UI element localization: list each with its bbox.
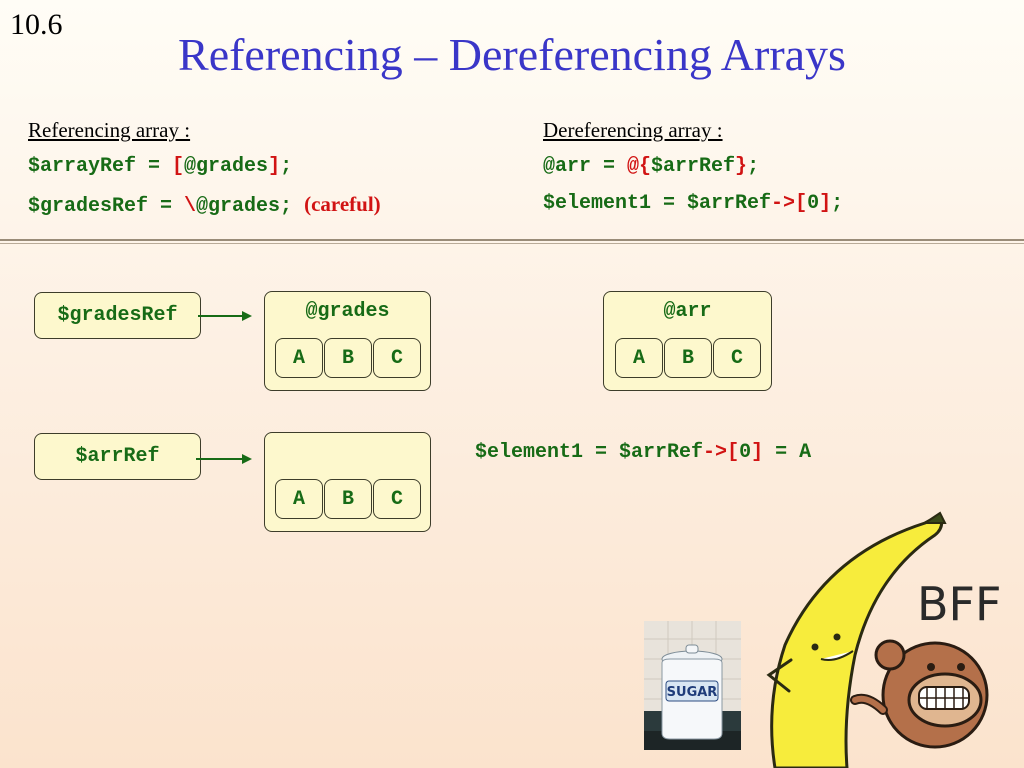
code-token: @grades — [184, 155, 269, 178]
operator-token: [ — [727, 441, 740, 464]
array-cell: A — [275, 338, 323, 378]
operator-token: [ — [795, 192, 808, 215]
section-divider — [0, 243, 1024, 244]
dereferencing-line-1: @arr = @{$arrRef}; — [543, 155, 759, 178]
banana-monkey-cartoon: BFF — [766, 511, 1001, 768]
result-line: $element1 = $arrRef->[0] = A — [475, 441, 811, 464]
code-token: ; — [831, 192, 844, 215]
array-cell: C — [373, 479, 421, 519]
code-token: $arrRef — [651, 155, 736, 178]
operator-token: \ — [184, 195, 197, 218]
referencing-line-1: $arrayRef = [@grades]; — [28, 155, 292, 178]
sugar-label: SUGAR — [667, 685, 718, 700]
code-token: $arrayRef = — [28, 155, 173, 178]
code-token: 0 — [807, 192, 820, 215]
operator-token: } — [735, 155, 748, 178]
code-token: $gradesRef = — [28, 195, 185, 218]
operator-token: -> — [771, 192, 796, 215]
code-token: $element1 = $arrRef — [475, 441, 704, 464]
array-cell: B — [324, 338, 372, 378]
arr-ref-box: $arrRef — [34, 433, 201, 480]
code-token: ; — [747, 155, 760, 178]
arr-array-label: @arr — [663, 300, 712, 323]
arr-ref-label: $arrRef — [75, 445, 160, 468]
grades-ref-label: $gradesRef — [57, 304, 178, 327]
dereferencing-heading: Dereferencing array : — [543, 118, 723, 142]
operator-token: [ — [172, 155, 185, 178]
referencing-heading: Referencing array : — [28, 118, 191, 142]
code-token: @grades; — [196, 195, 293, 218]
monkey-figure — [850, 639, 989, 749]
anonymous-array-box: A B C — [264, 432, 431, 532]
array-cell: B — [324, 479, 372, 519]
banana-figure — [766, 511, 947, 768]
array-cell: C — [713, 338, 761, 378]
grades-array-box: @grades A B C — [264, 291, 431, 391]
dereferencing-line-2: $element1 = $arrRef->[0]; — [543, 192, 843, 215]
slide-title: Referencing – Dereferencing Arrays — [178, 29, 846, 80]
grades-ref-arrow — [198, 311, 252, 321]
slide-number: 10.6 — [10, 8, 63, 41]
operator-token: -> — [703, 441, 728, 464]
code-token: 0 — [739, 441, 752, 464]
operator-token: ] — [268, 155, 281, 178]
arr-ref-arrow — [196, 454, 252, 464]
arr-array-box: @arr A B C — [603, 291, 772, 391]
grades-ref-box: $gradesRef — [34, 292, 201, 339]
code-token: @arr = — [543, 155, 628, 178]
operator-token: @{ — [627, 155, 652, 178]
code-token: $element1 = $arrRef — [543, 192, 772, 215]
operator-token: ] — [819, 192, 832, 215]
array-cell: A — [615, 338, 663, 378]
array-cell: A — [275, 479, 323, 519]
referencing-line-2: $gradesRef = \@grades; (careful) — [28, 192, 381, 218]
sugar-jar-photo: SUGAR — [644, 621, 741, 750]
array-cell: B — [664, 338, 712, 378]
array-cell: C — [373, 338, 421, 378]
code-token: = A — [763, 441, 812, 464]
grades-array-label: @grades — [305, 300, 390, 323]
code-token: ; — [280, 155, 293, 178]
section-divider — [0, 239, 1024, 241]
careful-note: (careful) — [304, 192, 381, 216]
operator-token: ] — [751, 441, 764, 464]
bff-caption: BFF — [917, 577, 1001, 631]
